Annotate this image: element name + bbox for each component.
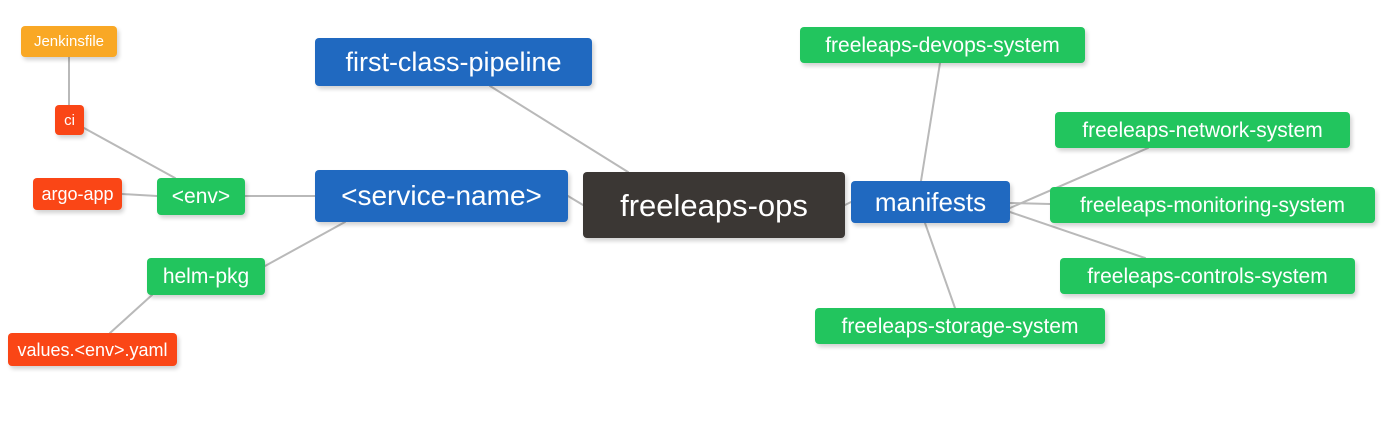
node-service-name[interactable]: <service-name>: [315, 170, 568, 222]
edge-freeleaps-ops-to-first-class-pipeline: [489, 85, 629, 173]
edge-manifests-to-freeleaps-devops-system: [920, 62, 941, 182]
node-first-class-pipeline[interactable]: first-class-pipeline: [315, 38, 592, 86]
node-label-argo-app: argo-app: [41, 184, 114, 204]
node-argo-app[interactable]: argo-app: [33, 178, 122, 210]
edge-freeleaps-ops-to-service-name: [567, 195, 584, 206]
node-freeleaps-monitoring-system[interactable]: freeleaps-monitoring-system: [1050, 187, 1375, 223]
node-label-freeleaps-network-system: freeleaps-network-system: [1082, 118, 1323, 142]
node-label-freeleaps-ops: freeleaps-ops: [620, 187, 808, 223]
node-label-ci: ci: [64, 111, 75, 129]
node-values-env-yaml[interactable]: values.<env>.yaml: [8, 333, 177, 366]
node-manifests[interactable]: manifests: [851, 181, 1010, 223]
edge-service-name-to-helm-pkg: [264, 221, 346, 267]
node-label-service-name: <service-name>: [341, 180, 542, 211]
node-helm-pkg[interactable]: helm-pkg: [147, 258, 265, 295]
node-freeleaps-storage-system[interactable]: freeleaps-storage-system: [815, 308, 1105, 344]
node-freeleaps-ops[interactable]: freeleaps-ops: [583, 172, 845, 238]
node-label-freeleaps-controls-system: freeleaps-controls-system: [1087, 264, 1328, 288]
node-freeleaps-controls-system[interactable]: freeleaps-controls-system: [1060, 258, 1355, 294]
edge-helm-pkg-to-values-env-yaml: [109, 294, 153, 334]
node-label-env: <env>: [171, 185, 231, 208]
node-label-jenkinsfile: Jenkinsfile: [33, 33, 105, 50]
edge-manifests-to-freeleaps-monitoring-system: [1009, 202, 1051, 205]
node-label-first-class-pipeline: first-class-pipeline: [345, 46, 562, 77]
edge-env-to-argo-app: [121, 193, 158, 197]
node-freeleaps-devops-system[interactable]: freeleaps-devops-system: [800, 27, 1085, 63]
node-label-freeleaps-storage-system: freeleaps-storage-system: [841, 314, 1079, 338]
node-ci[interactable]: ci: [55, 105, 84, 135]
edge-manifests-to-freeleaps-storage-system: [924, 222, 956, 309]
node-freeleaps-network-system[interactable]: freeleaps-network-system: [1055, 112, 1350, 148]
node-label-values-env-yaml: values.<env>.yaml: [17, 339, 168, 360]
node-label-freeleaps-devops-system: freeleaps-devops-system: [825, 33, 1060, 57]
node-label-helm-pkg: helm-pkg: [162, 265, 250, 288]
node-jenkinsfile[interactable]: Jenkinsfile: [21, 26, 117, 57]
node-label-freeleaps-monitoring-system: freeleaps-monitoring-system: [1080, 193, 1345, 217]
node-label-manifests: manifests: [874, 187, 987, 217]
edge-env-to-ci: [83, 127, 176, 179]
node-env[interactable]: <env>: [157, 178, 245, 215]
